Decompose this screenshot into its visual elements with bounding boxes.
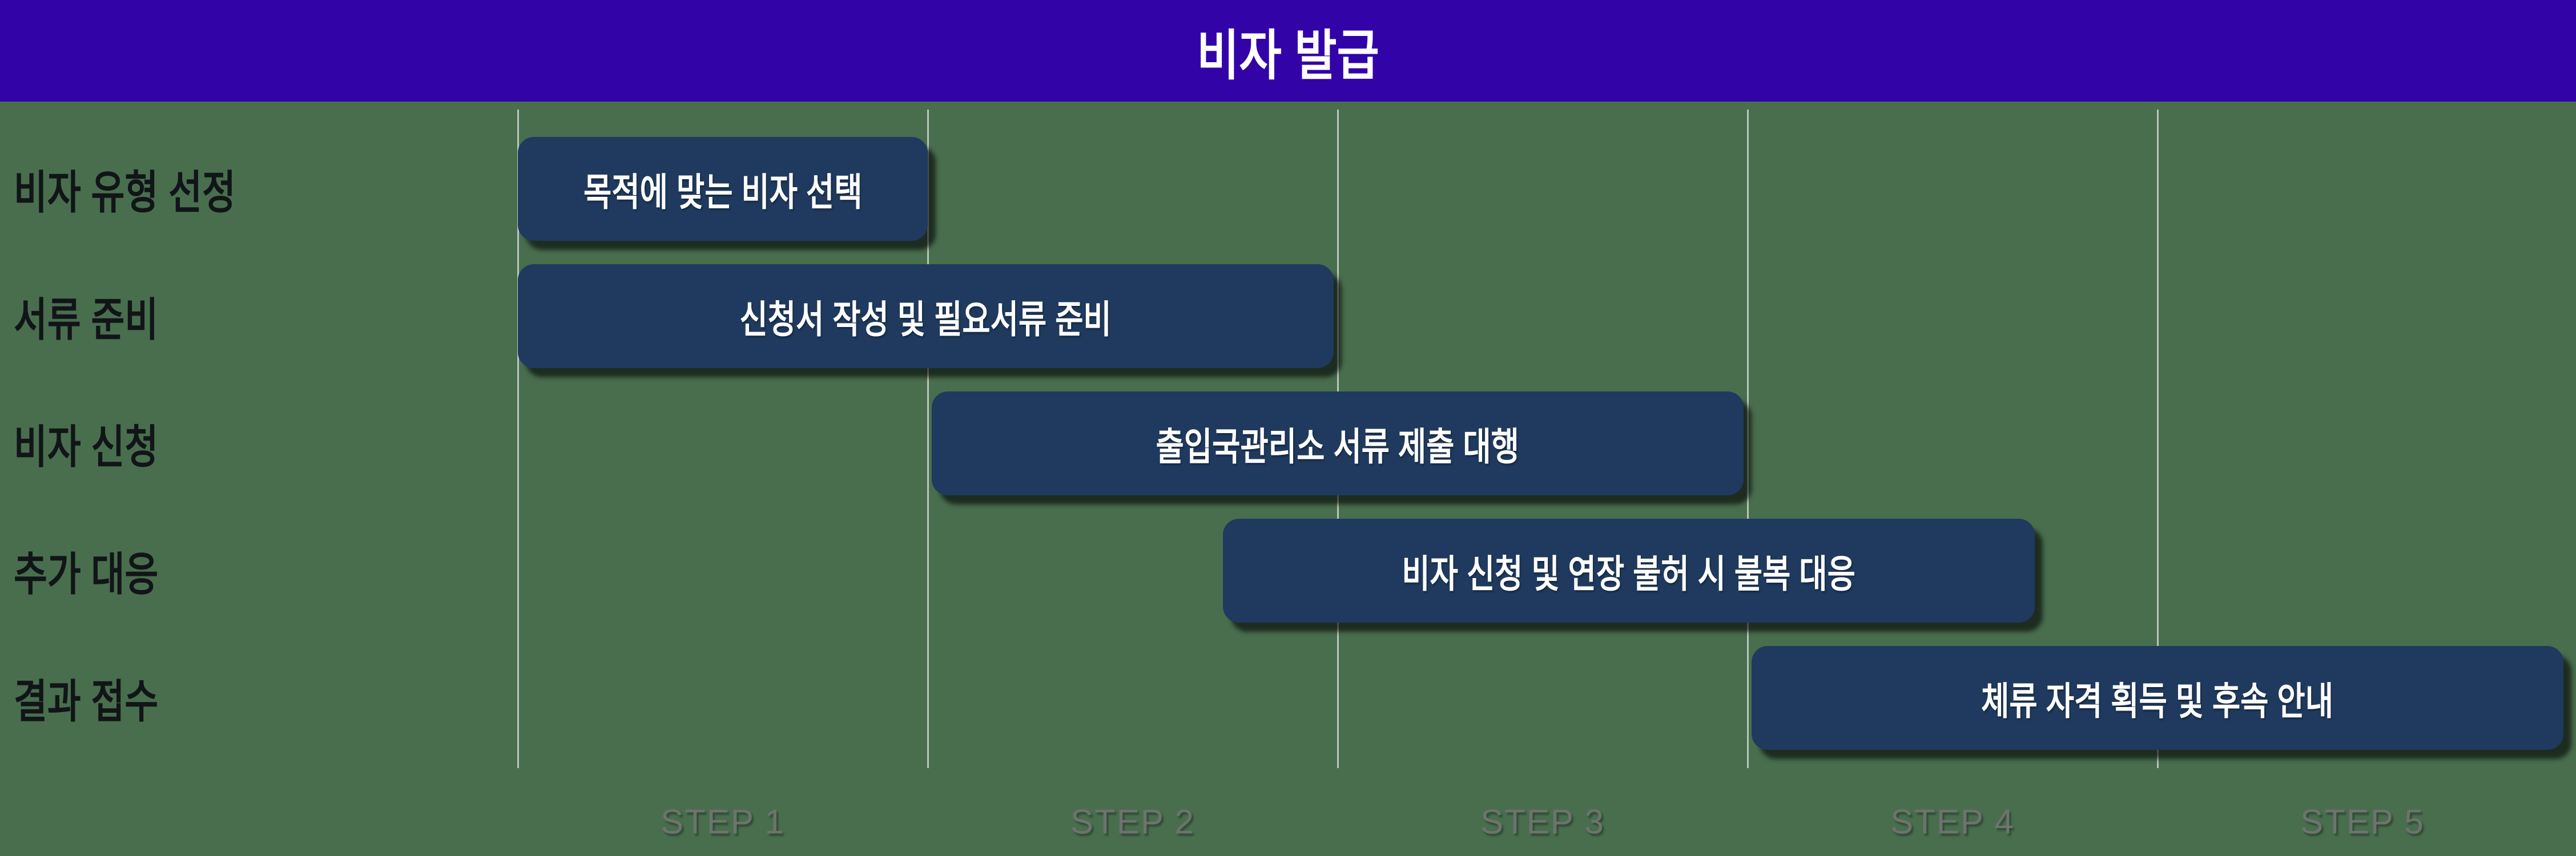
task-bar-label: 비자 신청 및 연장 불허 시 불복 대응 (1402, 552, 1856, 596)
step-axis-label: STEP 5 (2300, 802, 2425, 841)
title-banner: 비자 발급 (0, 0, 2576, 102)
step-gridline (927, 110, 929, 768)
task-bar: 체류 자격 획득 및 후속 안내 (1752, 646, 2563, 750)
task-bar: 신청서 작성 및 필요서류 준비 (518, 264, 1334, 368)
step-gridline (2156, 110, 2159, 768)
task-bar-label: 출입국관리소 서류 제출 대행 (1156, 425, 1520, 469)
step-axis-label: STEP 4 (1890, 802, 2015, 841)
row-label: 추가 대응 (14, 549, 159, 600)
task-bar-label: 목적에 맞는 비자 선택 (583, 171, 863, 214)
task-bar: 비자 신청 및 연장 불허 시 불복 대응 (1222, 519, 2035, 623)
step-axis-label: STEP 3 (1480, 802, 1605, 841)
row-label: 서류 준비 (14, 294, 159, 345)
step-gridline (1746, 110, 1749, 768)
task-bar-label: 신청서 작성 및 필요서류 준비 (739, 298, 1112, 341)
row-label: 비자 유형 선정 (14, 167, 236, 218)
chart-title: 비자 발급 (1197, 25, 1379, 86)
row-label: 비자 신청 (14, 422, 159, 473)
task-bar: 목적에 맞는 비자 선택 (518, 137, 928, 241)
step-gridline (517, 110, 519, 768)
row-label: 결과 접수 (14, 676, 159, 727)
step-axis-label: STEP 1 (661, 802, 785, 841)
task-bar: 출입국관리소 서류 제출 대행 (932, 391, 1744, 495)
step-axis-label: STEP 2 (1070, 802, 1195, 841)
task-bar-label: 체류 자격 획득 및 후속 안내 (1981, 680, 2334, 723)
